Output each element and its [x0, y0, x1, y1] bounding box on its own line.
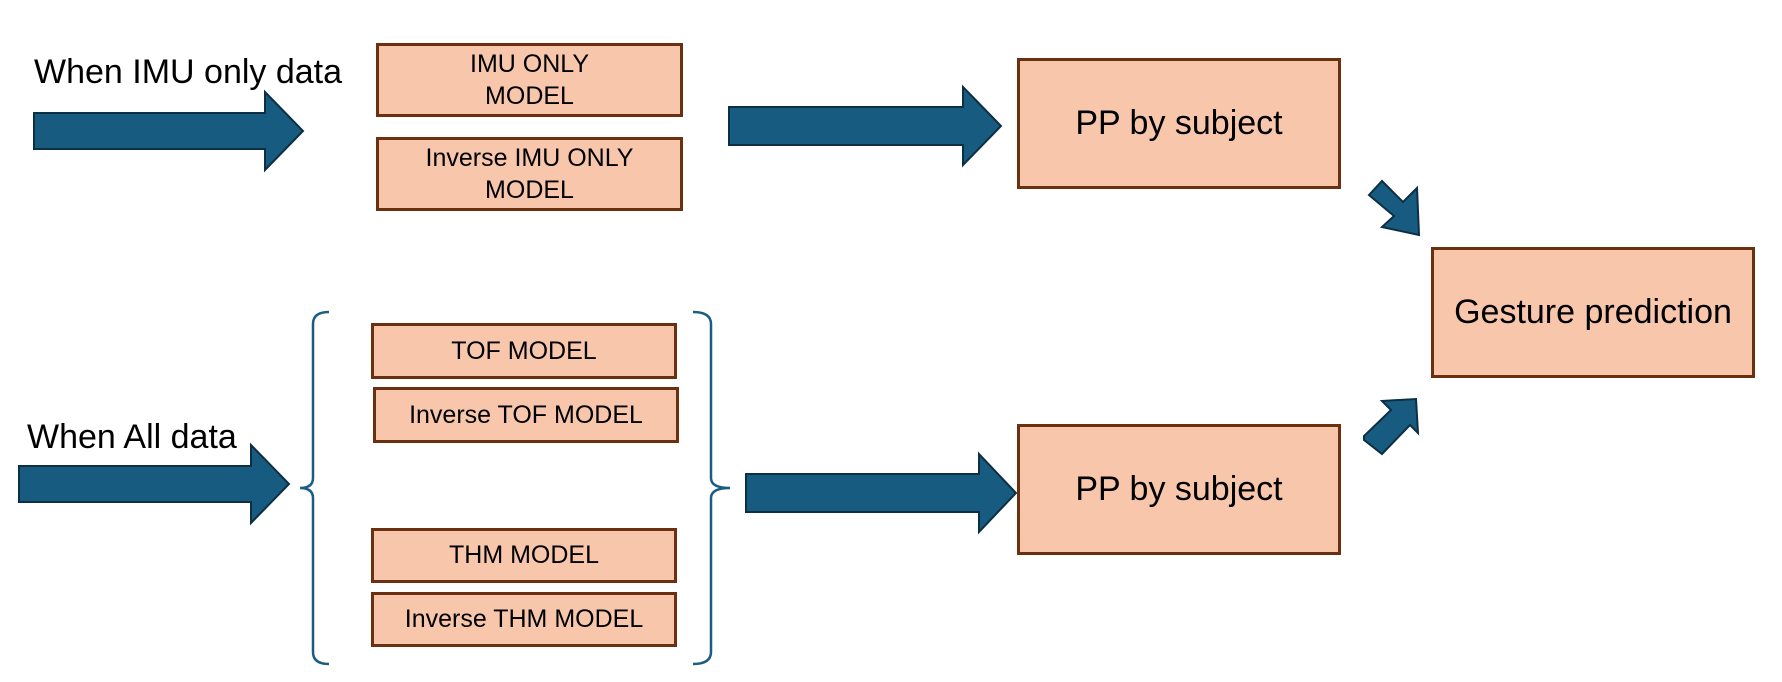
inverse-imu-only-model-line2: MODEL — [485, 176, 574, 204]
inverse-tof-model-box: Inverse TOF MODEL — [373, 387, 679, 443]
tof-model-box: TOF MODEL — [371, 323, 677, 379]
right-bracket — [692, 310, 731, 666]
arrow-all-to-pp — [745, 451, 1018, 535]
arrow-pp-top-to-gesture — [1367, 179, 1421, 237]
inverse-imu-only-model-line1: Inverse IMU ONLY — [425, 143, 634, 172]
imu-only-model-box: IMU ONLY MODEL — [376, 43, 683, 117]
gesture-prediction-box: Gesture prediction — [1431, 247, 1755, 378]
inverse-imu-only-model-box: Inverse IMU ONLY MODEL — [376, 137, 683, 211]
arrow-imu-to-pp — [728, 84, 1003, 168]
arrow-pp-bottom-to-gesture — [1363, 397, 1420, 456]
pp-by-subject-top-box: PP by subject — [1017, 58, 1341, 189]
label-all-data: When All data — [27, 418, 237, 456]
pp-by-subject-bottom-box: PP by subject — [1017, 424, 1341, 555]
left-bracket — [299, 310, 330, 666]
label-imu-only: When IMU only data — [34, 53, 343, 91]
imu-only-model-line1: IMU ONLY — [470, 49, 589, 78]
arrow-imu-input — [33, 89, 305, 173]
imu-only-model-line2: MODEL — [485, 82, 574, 110]
thm-model-box: THM MODEL — [371, 528, 677, 583]
inverse-thm-model-box: Inverse THM MODEL — [371, 592, 677, 647]
arrow-all-input — [18, 442, 291, 526]
